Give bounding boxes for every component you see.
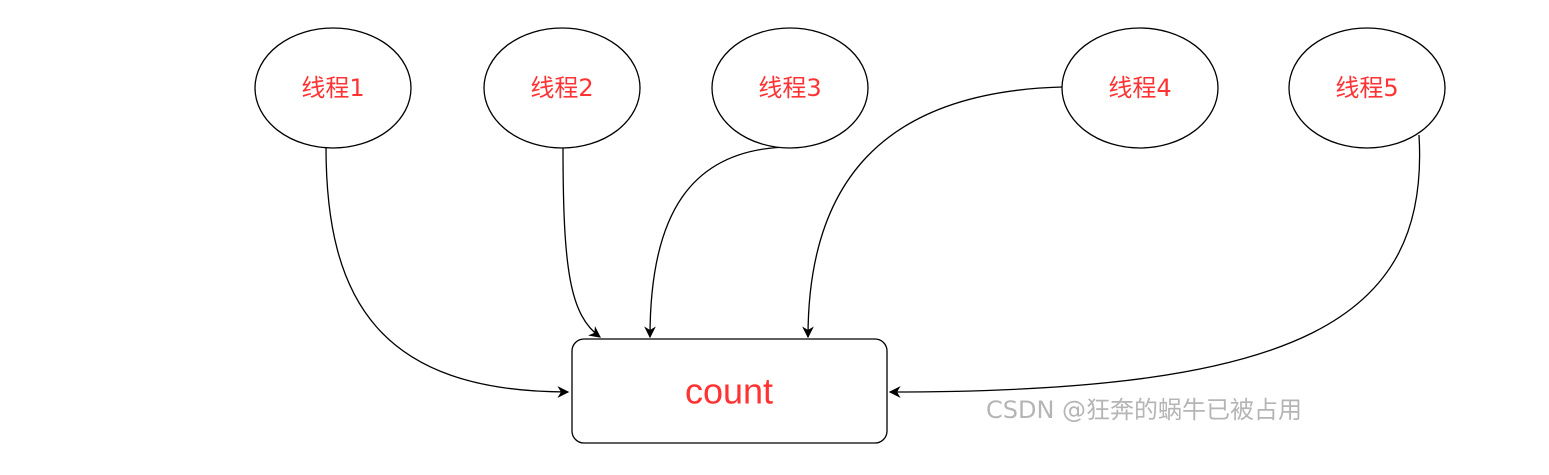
edge-thread1-to-count xyxy=(325,146,570,398)
thread-label: 线程4 xyxy=(1108,74,1171,102)
edge-thread2-to-count xyxy=(562,146,601,338)
thread-node-1: 线程1 xyxy=(254,27,412,149)
edge-thread5-to-count xyxy=(888,134,1421,398)
thread-label: 线程3 xyxy=(758,74,821,102)
edge-thread3-to-count xyxy=(644,146,791,339)
thread-node-4: 线程4 xyxy=(1061,27,1219,149)
thread-node-5: 线程5 xyxy=(1288,27,1446,149)
ellipse-shape xyxy=(483,27,641,149)
ellipse-shape xyxy=(1061,27,1219,149)
ellipse-shape xyxy=(254,27,412,149)
thread-label: 线程5 xyxy=(1335,74,1398,102)
count-label: count xyxy=(685,371,773,412)
count-node: count xyxy=(571,338,888,444)
thread-label: 线程1 xyxy=(301,74,364,102)
ellipse-shape xyxy=(1288,27,1446,149)
watermark-text: CSDN @狂奔的蜗牛已被占用 xyxy=(986,396,1303,424)
thread-label: 线程2 xyxy=(530,74,593,102)
thread-node-3: 线程3 xyxy=(711,27,869,149)
count-box xyxy=(571,338,888,444)
thread-node-2: 线程2 xyxy=(483,27,641,149)
ellipse-shape xyxy=(711,27,869,149)
edge-thread4-to-count xyxy=(802,86,1063,339)
